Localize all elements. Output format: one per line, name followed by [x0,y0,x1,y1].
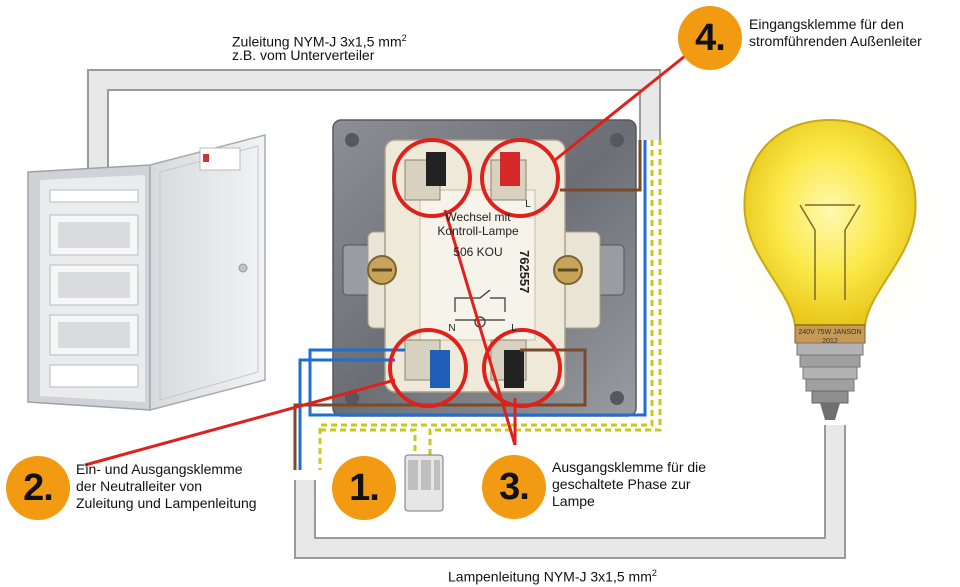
item-2-text: Ein- und Ausgangsklemme der Neutralleite… [76,461,257,512]
pointer-item-2 [84,378,396,467]
terminal-label-L-output: L [511,323,517,334]
item-3-text: Ausgangsklemme für die geschaltete Phase… [552,459,706,510]
switch-name-line-2: Kontroll-Lampe [437,224,519,238]
item-3-line-2: geschaltete Phase zur [552,476,691,492]
lamp-line-sup: 2 [651,568,657,578]
terminal-label-N: N [448,323,456,334]
pointer-item-4 [554,50,691,162]
supply-line-label: Zuleitung NYM-J 3x1,5 mm2 [232,30,407,51]
item-3-line-1: Ausgangsklemme für die [552,459,707,475]
item-4-text: Eingangsklemme für den stromführenden Au… [749,16,922,50]
lamp-line-text: Lampenleitung NYM-J 3x1,5 mm [448,568,652,585]
light-bulb [710,95,950,420]
lamp-cable [294,425,846,559]
pointer-item-3-a [443,209,517,446]
lamp-line-label: Lampenleitung NYM-J 3x1,5 mm2 [448,565,657,586]
ring-terminal-output [482,328,562,408]
item-2-line-1: Ein- und Ausgangsklemme [76,461,243,477]
switch-serial: 762557 [517,250,532,294]
supply-line-sup: 2 [401,33,407,43]
switch-model: 506 KOU [453,245,503,259]
highlight-rings [388,138,562,408]
pointer-lines [84,50,691,467]
conductors [293,140,662,470]
item-2-line-2: der Neutralleiter von [76,478,203,494]
supply-line-label-2: z.B. vom Unterverteiler [232,47,375,63]
supply-cable [87,69,661,175]
supply-line-text: Zuleitung NYM-J 3x1,5 mm [232,33,402,50]
ring-terminal-L [480,138,560,218]
badge-item-3: 3. [482,455,546,519]
switch-name-line-1: Wechsel mit [445,210,511,224]
distribution-cabinet [27,134,266,411]
bulb-marking: 240V 75W JANSON 2012 [798,329,862,345]
terminal-label-L: L [525,199,531,210]
item-2-line-3: Zuleitung und Lampenleitung [76,495,257,511]
badge-item-4: 4. [678,6,742,70]
item-4-line-2: stromführenden Außenleiter [749,33,922,49]
item-4-line-1: Eingangsklemme für den [749,16,904,32]
badge-item-1: 1. [332,456,396,520]
ring-terminal-top-left [392,138,472,218]
switch-name: Wechsel mit Kontroll-Lampe [426,210,530,238]
wago-connector [404,454,444,512]
item-3-line-3: Lampe [552,493,595,509]
ring-terminal-N [388,328,468,408]
badge-item-2: 2. [6,456,70,520]
